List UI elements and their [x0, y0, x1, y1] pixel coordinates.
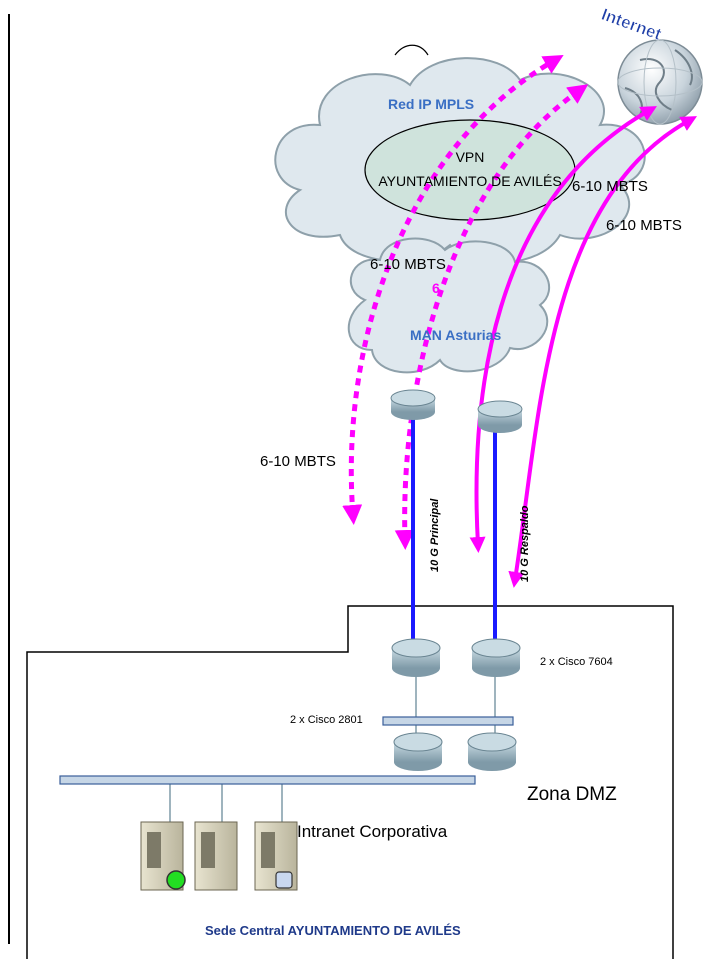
bandwidth-center: 6-10 MBTS	[370, 256, 446, 273]
vpn-label-line2: AYUNTAMIENTO DE AVILÉS	[378, 173, 561, 189]
vpn-link-arrow-1	[342, 54, 564, 525]
intranet-label: Intranet Corporativa	[297, 822, 448, 841]
server-3-icon	[254, 821, 298, 891]
bandwidth-internet-right: 6-10 MBTS	[606, 217, 682, 234]
link-respaldo-label: 10 G Respaldo	[519, 505, 531, 582]
vpn-link-arrow-2	[394, 84, 589, 550]
internet-globe-icon	[617, 39, 703, 125]
router-man-2	[477, 400, 523, 433]
router-cisco7604-2	[471, 638, 521, 677]
cisco-7604-label: 2 x Cisco 7604	[540, 656, 613, 668]
router-cisco2801-1	[393, 732, 443, 771]
bandwidth-center-small: 6	[432, 280, 440, 296]
bandwidth-vpn-right: 6-10 MBTS	[572, 178, 648, 195]
site-label: Sede Central AYUNTAMIENTO DE AVILÉS	[205, 923, 461, 938]
site-building-outline	[26, 605, 674, 959]
cisco-2801-label: 2 x Cisco 2801	[290, 714, 363, 726]
link-principal-label: 10 G Principal	[429, 498, 441, 572]
router-cisco2801-2	[467, 732, 517, 771]
bandwidth-left: 6-10 MBTS	[260, 453, 336, 470]
router-cisco7604-1	[391, 638, 441, 677]
vpn-label-line1: VPN	[456, 149, 485, 165]
man-cloud-label: MAN Asturias	[410, 327, 501, 343]
server-1-icon	[140, 821, 186, 891]
lan-bus-bar	[59, 775, 476, 785]
server-2-icon	[194, 821, 238, 891]
bus-bar-7604	[382, 716, 514, 726]
internet-label: Internet	[599, 5, 664, 44]
vpn-ellipse	[364, 119, 576, 221]
zona-dmz-label: Zona DMZ	[527, 784, 617, 805]
router-man-1	[390, 389, 436, 420]
mpls-cloud-label: Red IP MPLS	[388, 96, 474, 112]
